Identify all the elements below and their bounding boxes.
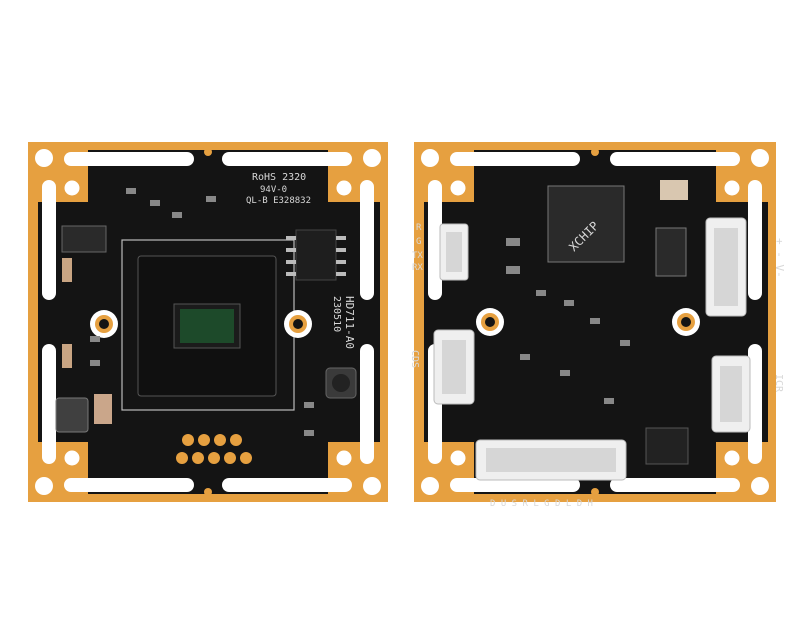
label-icr: ICR [773, 374, 784, 393]
label-tx: TX [412, 251, 423, 261]
connector-cds [433, 329, 475, 405]
date-label: 230510 [331, 296, 342, 332]
ql-label: QL-B E328832 [246, 196, 311, 206]
label-power: + - V- [773, 238, 786, 278]
connector-power [705, 217, 747, 317]
flammability-label: 94V-0 [260, 185, 287, 195]
label-bottom: D U S R L G D L D H [490, 499, 593, 509]
connector-icr [711, 355, 751, 433]
connector-left-top [439, 223, 469, 281]
label-cds: CDS [409, 350, 420, 368]
main-processor-chip [547, 185, 625, 263]
model-label: HD711-A0 [343, 296, 356, 349]
rohs-label: RoHS 2320 [252, 172, 306, 183]
label-rx: RX [412, 263, 423, 273]
front-board: RoHS 2320 94V-0 QL-B E328832 HD711-A0 23… [28, 142, 388, 502]
back-board: XCHIP [409, 142, 786, 509]
label-r: R [416, 223, 422, 233]
connector-bottom [475, 439, 627, 481]
label-g: G [416, 237, 421, 247]
mount-hole [35, 149, 53, 167]
